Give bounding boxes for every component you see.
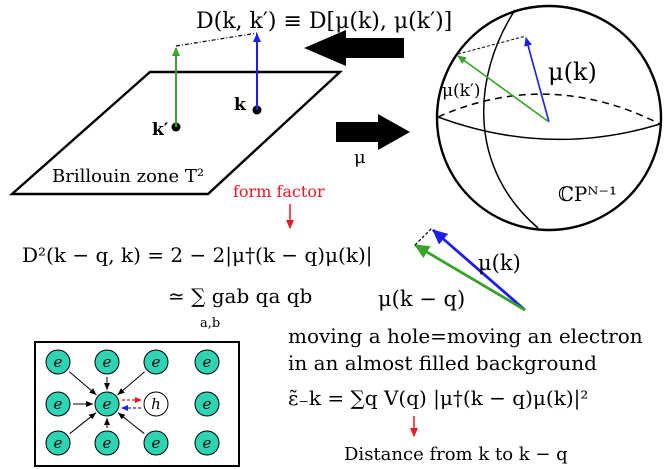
hole-site xyxy=(143,391,169,417)
brillouin-zone xyxy=(8,70,344,196)
mu-k-vector-sphere xyxy=(524,37,550,123)
distance-eq-line2: ≃ ∑ gab qa qb xyxy=(168,284,312,308)
hopping-arrow xyxy=(117,371,145,396)
electron-site xyxy=(194,349,220,375)
electron-site xyxy=(45,430,71,456)
sphere-equator-front xyxy=(437,116,661,141)
electron-label: e xyxy=(203,353,212,371)
distance-caption: Distance from k to k − q xyxy=(344,444,568,465)
sphere-mu-kprime-label: μ(k′) xyxy=(442,81,480,101)
mu-k-minus-q-big-vector xyxy=(414,243,526,312)
sphere-meridian xyxy=(483,9,539,229)
electron-site xyxy=(45,349,71,375)
electron-site xyxy=(94,391,120,417)
hopping-arrow xyxy=(117,412,145,435)
vector-mu-k-label: μ(k) xyxy=(478,251,521,275)
electron-site xyxy=(94,430,120,456)
map-label: μ xyxy=(354,147,366,168)
electron-label: e xyxy=(103,353,112,371)
electron-label: e xyxy=(103,434,112,452)
electron-site xyxy=(194,391,220,417)
hole-label: h xyxy=(151,395,161,413)
hopping-arrow xyxy=(69,371,97,396)
vector-tip-connector xyxy=(414,227,433,246)
distance-eq-sum-index: a,b xyxy=(200,316,220,331)
electron-site xyxy=(143,430,169,456)
sphere-equator-back xyxy=(437,93,661,125)
top-formula: D(k, k′) ≡ D[μ(k), μ(k′)] xyxy=(196,9,452,34)
electron-site xyxy=(143,349,169,375)
brillouin-zone-label: Brillouin zone T² xyxy=(52,166,204,187)
electron-label: e xyxy=(152,353,161,371)
inverse-map-arrow xyxy=(304,30,404,66)
electron-label: e xyxy=(103,395,112,413)
electron-label: e xyxy=(203,434,212,452)
manifold-label: ℂPᴺ⁻¹ xyxy=(558,182,617,206)
electron-label: e xyxy=(54,434,63,452)
kprime-label: k′ xyxy=(152,120,169,140)
distance-eq-line1: D²(k − q, k) = 2 − 2|μ†(k − q)μ(k)| xyxy=(22,243,372,268)
vector-mu-k-minus-q-label: μ(k − q) xyxy=(378,287,465,311)
hole-text-line2: in an almost filled background xyxy=(288,351,597,375)
lattice-cells: e e e e e e h e e e e e xyxy=(45,349,220,456)
electron-label: e xyxy=(54,395,63,413)
electron-label: e xyxy=(54,353,63,371)
energy-eq: ε̃₋k = ∑q V(q) |μ†(k − q)μ(k)|² xyxy=(288,386,588,411)
k-label: k xyxy=(234,95,247,115)
electron-site xyxy=(45,391,71,417)
hole-text-line1: moving a hole=moving an electron xyxy=(288,324,643,348)
mu-k-big-vector xyxy=(432,228,526,312)
sphere-mu-k-label: μ(k) xyxy=(548,58,597,86)
mu-kprime-vector-sphere xyxy=(457,55,550,123)
form-factor-label: form factor xyxy=(233,182,325,201)
electron-label: e xyxy=(203,395,212,413)
forward-map-arrow xyxy=(336,114,410,150)
hopping-arrow xyxy=(69,412,97,435)
projective-sphere xyxy=(435,4,663,232)
distance-connector xyxy=(175,32,258,47)
electron-label: e xyxy=(152,434,161,452)
sphere-tip-connector xyxy=(457,35,527,55)
electron-site xyxy=(194,430,220,456)
electron-site xyxy=(94,349,120,375)
lattice-box xyxy=(34,341,240,467)
